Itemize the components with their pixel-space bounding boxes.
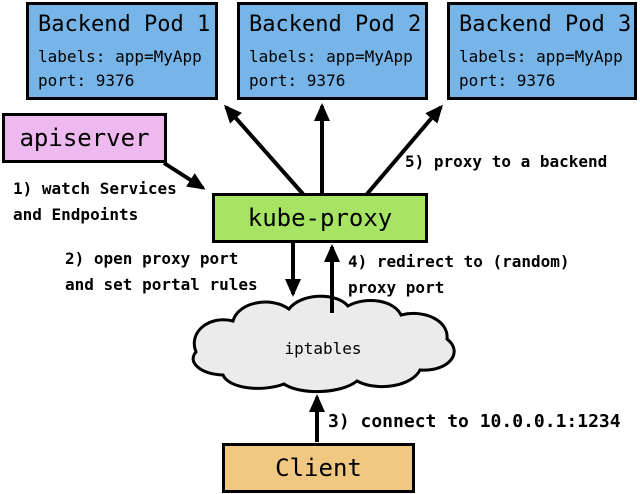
annotation-step2: 2) open proxy port and set portal rules <box>65 246 258 298</box>
pod-title: Backend Pod 3 <box>459 12 632 37</box>
iptables-cloud <box>191 294 456 393</box>
client-label: Client <box>275 454 362 482</box>
pod-port: port: 9376 <box>459 71 556 90</box>
pod-port: port: 9376 <box>249 71 346 90</box>
pod-title: Backend Pod 1 <box>38 12 211 37</box>
pod-port: port: 9376 <box>38 71 135 90</box>
annotation-step1-line2: and Endpoints <box>13 205 139 224</box>
kube-proxy-label: kube-proxy <box>247 204 393 232</box>
pod-labels: labels: app=MyApp <box>249 47 413 66</box>
client-node: Client <box>222 443 415 493</box>
annotation-step3: 3) connect to 10.0.0.1:1234 <box>328 411 621 432</box>
annotation-step2-line1: 2) open proxy port <box>65 249 239 268</box>
apiserver-node: apiserver <box>2 113 167 163</box>
arrow-kubeproxy-to-pod3 <box>365 104 443 196</box>
arrow-kubeproxy-to-pod1 <box>224 104 305 196</box>
annotation-step5: 5) proxy to a backend <box>405 152 608 171</box>
iptables-label: iptables <box>284 339 362 358</box>
annotation-step1: 1) watch Services and Endpoints <box>13 176 177 228</box>
apiserver-label: apiserver <box>19 124 150 152</box>
arrow-apiserver-to-kubeproxy <box>162 161 206 190</box>
backend-pod-2: Backend Pod 2 labels: app=MyApp port: 93… <box>237 2 428 100</box>
pod-labels: labels: app=MyApp <box>38 47 202 66</box>
annotation-step4: 4) redirect to (random) proxy port <box>348 249 570 301</box>
annotation-step4-line1: 4) redirect to (random) <box>348 252 570 271</box>
kube-proxy-node: kube-proxy <box>212 193 428 243</box>
annotation-step4-line2: proxy port <box>348 278 445 297</box>
pod-title: Backend Pod 2 <box>249 12 422 37</box>
annotation-step1-line1: 1) watch Services <box>13 179 177 198</box>
pod-labels: labels: app=MyApp <box>459 47 623 66</box>
backend-pod-1: Backend Pod 1 labels: app=MyApp port: 93… <box>26 2 218 100</box>
annotation-step2-line2: and set portal rules <box>65 275 258 294</box>
backend-pod-3: Backend Pod 3 labels: app=MyApp port: 93… <box>447 2 637 100</box>
